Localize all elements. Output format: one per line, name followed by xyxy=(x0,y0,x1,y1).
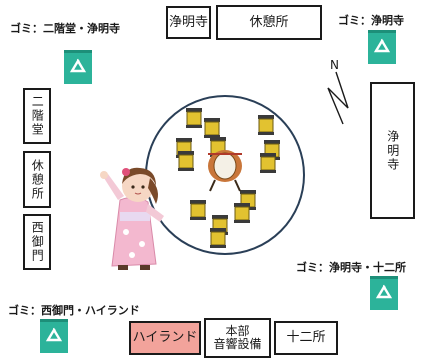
compass-arrow-icon xyxy=(327,71,349,125)
headquarters-line2: 音響設備 xyxy=(213,337,262,351)
recycle-icon xyxy=(368,30,396,64)
headquarters-sound: 本部 音響設備 xyxy=(204,318,271,358)
taiko-drum-icon xyxy=(208,150,242,192)
recycle-icon xyxy=(64,50,92,84)
stall-juniso: 十二所 xyxy=(274,321,338,355)
stall-jomyoji-top: 浄明寺 xyxy=(166,6,211,39)
compass-north-label: N xyxy=(330,58,339,72)
stall-nishimikado: 西御門 xyxy=(23,214,51,270)
trash-label-left-top: ゴミ：二階堂・浄明寺 xyxy=(10,22,120,35)
recycle-icon xyxy=(370,276,398,310)
rest-area-top: 休憩所 xyxy=(216,5,322,40)
stall-nikaido: 二階堂 xyxy=(23,88,51,144)
headquarters-line1: 本部 xyxy=(225,324,250,339)
compass: N xyxy=(318,58,358,128)
recycle-icon xyxy=(40,319,68,353)
stall-highland: ハイランド xyxy=(129,321,201,355)
trash-label-right-mid: ゴミ：浄明寺・十二所 xyxy=(296,261,406,274)
stall-jomyoji-right: 浄明寺 xyxy=(370,82,415,219)
trash-label-left-bottom: ゴミ：西御門・ハイランド xyxy=(8,304,140,317)
rest-area-left: 休憩所 xyxy=(23,151,51,208)
trash-label-right-top: ゴミ：浄明寺 xyxy=(338,14,404,27)
yukata-girl-illustration xyxy=(100,167,164,270)
